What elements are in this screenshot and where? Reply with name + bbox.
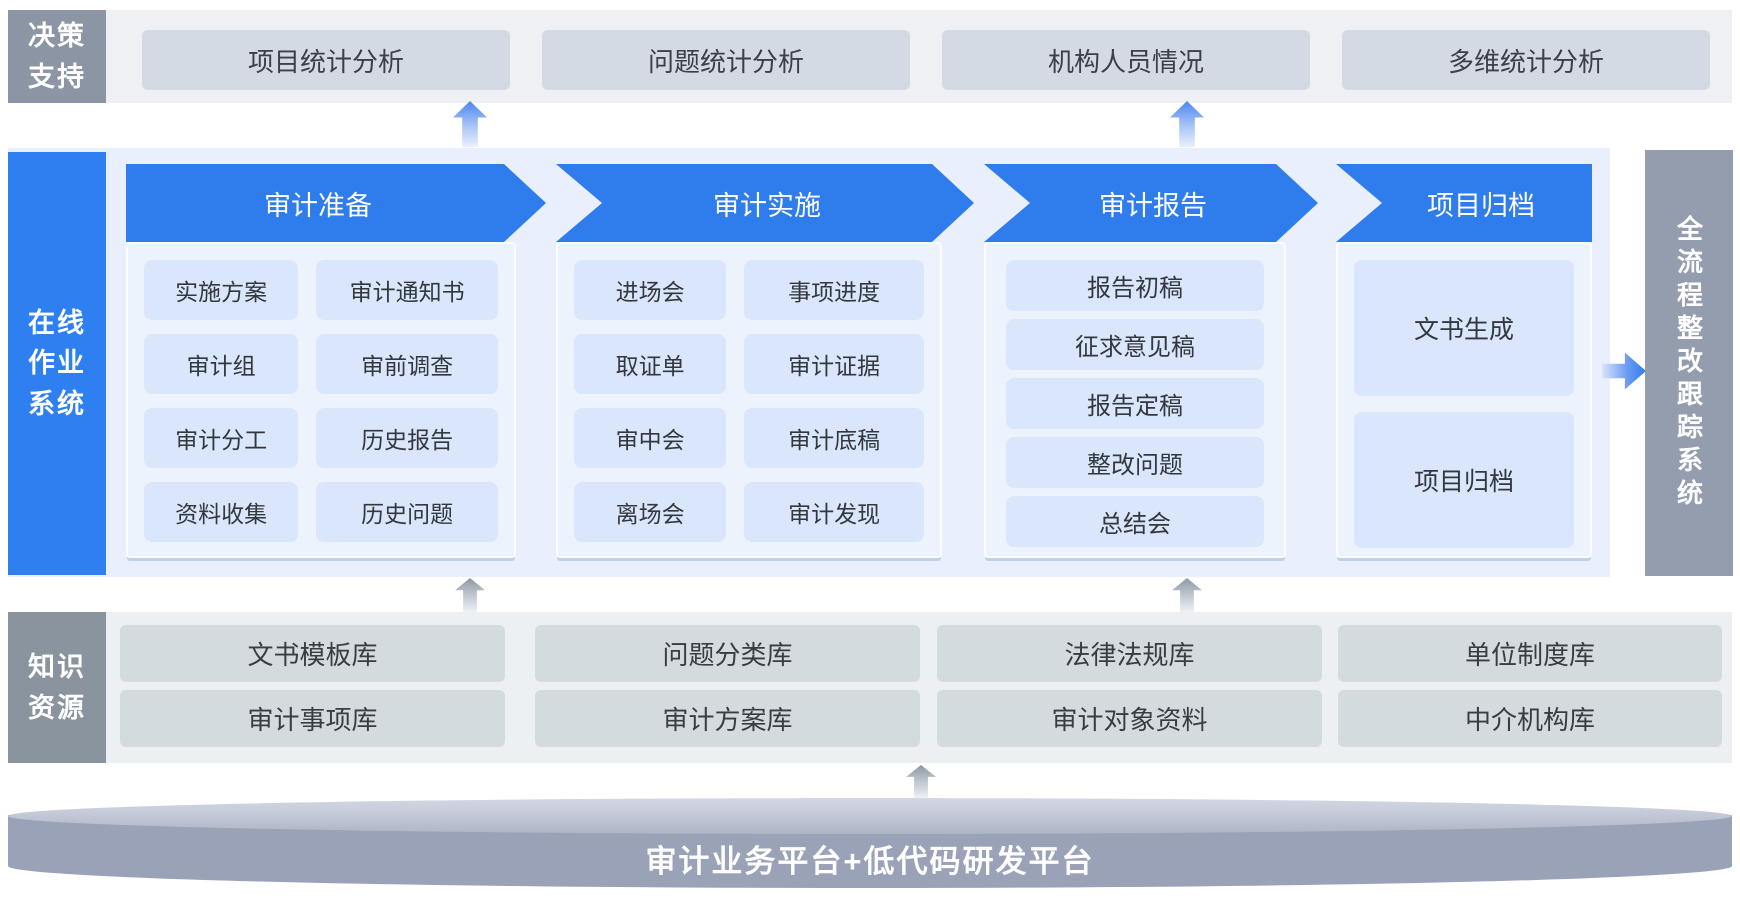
tracking-system-bar: 全流程整改跟踪系统 <box>1645 150 1733 576</box>
platform-cylinder-top <box>8 798 1732 834</box>
stage-header-project-archiving: 项目归档 <box>1336 164 1592 242</box>
stage-item: 审计底稿 <box>744 408 924 468</box>
up-arrow-icon <box>906 765 936 798</box>
stage-header-audit-preparation: 审计准备 <box>126 164 546 242</box>
platform-cylinder: 审计业务平台+低代码研发平台 <box>8 798 1732 888</box>
knowledge-resources-label: 知识资源 <box>8 612 106 763</box>
kb-audit-plans: 审计方案库 <box>535 690 920 747</box>
stage-item: 审计发现 <box>744 482 924 542</box>
stage-panel-audit-report: 报告初稿 征求意见稿 报告定稿 整改问题 总结会 <box>984 242 1286 558</box>
stage-item: 取证单 <box>574 334 727 394</box>
stat-box-project-analysis: 项目统计分析 <box>142 30 510 90</box>
platform-label: 审计业务平台+低代码研发平台 <box>645 843 1095 879</box>
stage-item: 审计通知书 <box>316 260 498 320</box>
stat-box-issue-analysis: 问题统计分析 <box>542 30 910 90</box>
up-arrow-icon <box>455 578 485 612</box>
stage-item: 整改问题 <box>1006 437 1264 488</box>
online-system-band: 在线作业系统 审计准备 实施方案 审计通知书 审计组 审前调查 审计分工 历史报… <box>8 148 1610 577</box>
up-arrow-icon <box>453 101 487 147</box>
stage-item: 历史报告 <box>316 408 498 468</box>
tracking-system-label: 全流程整改跟踪系统 <box>1673 214 1704 512</box>
kb-issue-categories: 问题分类库 <box>535 625 920 682</box>
stage-item: 文书生成 <box>1354 260 1574 396</box>
stage-item: 离场会 <box>574 482 727 542</box>
decision-support-label: 决策支持 <box>8 10 106 103</box>
stage-item: 报告定稿 <box>1006 378 1264 429</box>
stage-item: 历史问题 <box>316 482 498 542</box>
stage-item: 征求意见稿 <box>1006 319 1264 370</box>
up-arrow-icon <box>1172 578 1202 612</box>
stage-item: 实施方案 <box>144 260 299 320</box>
stage-item: 审计证据 <box>744 334 924 394</box>
kb-laws-regulations: 法律法规库 <box>937 625 1322 682</box>
stage-item: 审中会 <box>574 408 727 468</box>
stage-header-audit-implementation: 审计实施 <box>556 164 974 242</box>
stage-panel-project-archiving: 文书生成 项目归档 <box>1336 242 1592 558</box>
kb-intermediaries: 中介机构库 <box>1338 690 1722 747</box>
stage-item: 审计分工 <box>144 408 299 468</box>
stage-item: 资料收集 <box>144 482 299 542</box>
stat-box-org-personnel: 机构人员情况 <box>942 30 1310 90</box>
decision-support-band: 决策支持 项目统计分析 问题统计分析 机构人员情况 多维统计分析 <box>8 10 1732 103</box>
stage-item: 事项进度 <box>744 260 924 320</box>
stage-panel-audit-implementation: 进场会 事项进度 取证单 审计证据 审中会 审计底稿 离场会 审计发现 <box>556 242 942 558</box>
stage-item: 项目归档 <box>1354 412 1574 548</box>
stage-panel-audit-preparation: 实施方案 审计通知书 审计组 审前调查 审计分工 历史报告 资料收集 历史问题 <box>126 242 516 558</box>
stage-item: 审前调查 <box>316 334 498 394</box>
kb-audit-matters: 审计事项库 <box>120 690 505 747</box>
online-system-label: 在线作业系统 <box>8 152 106 575</box>
stage-item: 报告初稿 <box>1006 260 1264 311</box>
kb-unit-policies: 单位制度库 <box>1338 625 1722 682</box>
stat-box-multidim-analysis: 多维统计分析 <box>1342 30 1710 90</box>
stage-header-audit-report: 审计报告 <box>984 164 1318 242</box>
up-arrow-icon <box>1170 101 1204 147</box>
kb-auditee-data: 审计对象资料 <box>937 690 1322 747</box>
stage-item: 审计组 <box>144 334 299 394</box>
stage-item: 进场会 <box>574 260 727 320</box>
knowledge-resources-band: 知识资源 文书模板库 问题分类库 法律法规库 单位制度库 审计事项库 审计方案库… <box>8 612 1732 763</box>
stage-item: 总结会 <box>1006 496 1264 547</box>
kb-doc-templates: 文书模板库 <box>120 625 505 682</box>
